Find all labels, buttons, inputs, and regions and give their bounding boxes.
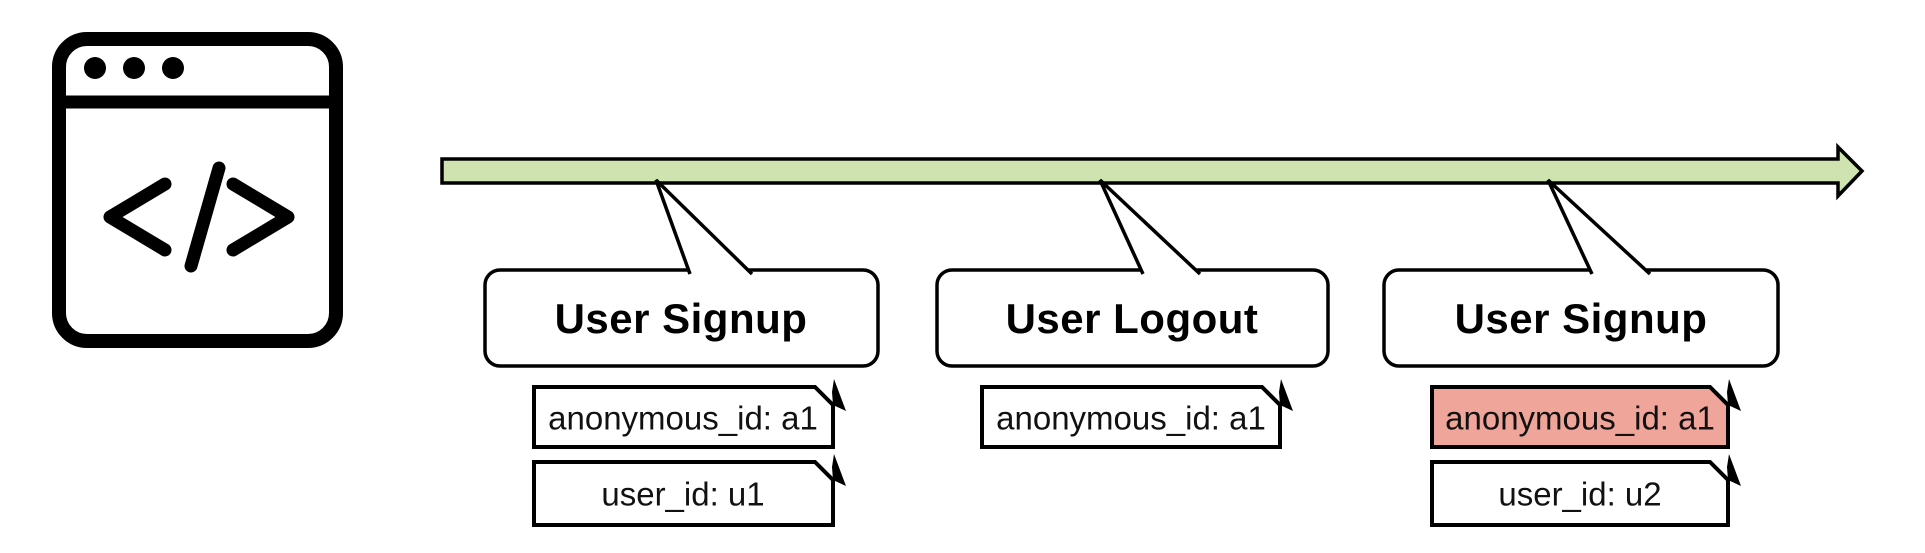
- callout-pointer: [1546, 178, 1652, 276]
- browser-dots-icon: [84, 57, 184, 79]
- callout-box: [483, 268, 880, 368]
- browser-window-frame: [52, 32, 343, 348]
- note-label: anonymous_id: a1: [548, 399, 818, 437]
- event-callout: [935, 178, 1330, 368]
- callout-pointer: [654, 178, 754, 276]
- note-fold-icon: [1279, 379, 1293, 411]
- event-title: User Signup: [554, 295, 808, 342]
- note-fold-icon: [1727, 379, 1741, 411]
- event-title: User Logout: [1005, 295, 1259, 342]
- event-callout: [483, 178, 880, 368]
- note-label: user_id: u2: [1498, 475, 1662, 513]
- note-shape: [532, 379, 846, 449]
- note-label: anonymous_id: a1: [1445, 399, 1715, 437]
- note-fold-icon: [1727, 454, 1741, 486]
- note-fold-icon: [832, 454, 846, 486]
- timeline-arrow: [440, 142, 1865, 201]
- event-title: User Signup: [1454, 295, 1708, 342]
- callout-pointer: [1098, 178, 1202, 276]
- code-glyph-icon: [103, 161, 295, 273]
- note-shape: [1430, 454, 1741, 527]
- note-fold-icon: [832, 379, 846, 411]
- event-callout: [1382, 178, 1780, 368]
- callout-box: [1382, 268, 1780, 368]
- note-shape: [980, 379, 1293, 449]
- note-label: user_id: u1: [601, 475, 765, 513]
- callout-box: [935, 268, 1330, 368]
- note-label: anonymous_id: a1: [996, 399, 1266, 437]
- note-shape: [532, 454, 846, 527]
- note-shape-highlighted: [1430, 379, 1741, 449]
- code-browser-icon: [52, 32, 343, 348]
